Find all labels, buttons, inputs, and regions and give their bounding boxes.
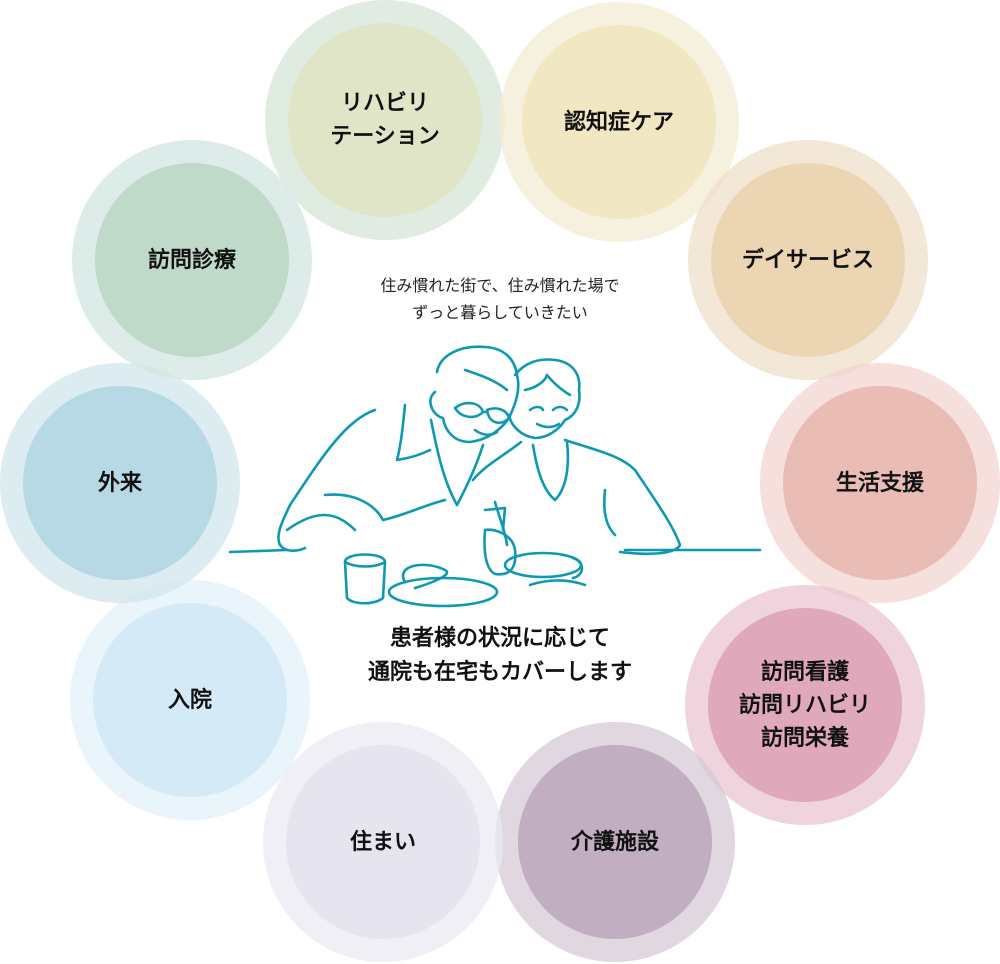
service-circle: リハビリ テーション: [288, 23, 482, 217]
service-label: 認知症ケア: [563, 109, 674, 135]
service-circle: 介護施設: [518, 745, 712, 939]
service-circle: デイサービス: [711, 163, 905, 357]
headline: 患者様の状況に応じて 通院も在宅もカバーします: [300, 622, 700, 690]
service-circle: 住まい: [286, 745, 480, 939]
service-label: リハビリ テーション: [330, 91, 440, 149]
tagline: 住み慣れた街で、住み慣れた場で ずっと暮らしていきたい: [300, 272, 700, 326]
service-label: 訪問診療: [147, 247, 236, 273]
service-label: 訪問看護 訪問リハビリ 訪問栄養: [738, 659, 871, 751]
service-label: 介護施設: [570, 829, 659, 855]
service-label: 外来: [97, 470, 142, 496]
service-circle: 訪問診療: [95, 163, 289, 357]
tagline-line-1: 住み慣れた街で、住み慣れた場で: [380, 276, 620, 295]
service-label: 生活支援: [835, 470, 924, 496]
service-label: デイサービス: [741, 247, 874, 273]
service-circle: 外来: [23, 386, 217, 580]
service-label: 入院: [167, 687, 212, 713]
elderly-couple-illustration: [228, 345, 762, 608]
service-circle: 入院: [93, 603, 287, 797]
service-circle: 訪問看護 訪問リハビリ 訪問栄養: [708, 608, 902, 802]
tagline-line-2: ずっと暮らしていきたい: [412, 303, 588, 322]
service-label: 住まい: [349, 829, 416, 855]
service-circle: 生活支援: [783, 386, 977, 580]
headline-line-2: 通院も在宅もカバーします: [367, 660, 632, 685]
service-circle: 認知症ケア: [522, 25, 716, 219]
headline-line-1: 患者様の状況に応じて: [389, 626, 610, 651]
